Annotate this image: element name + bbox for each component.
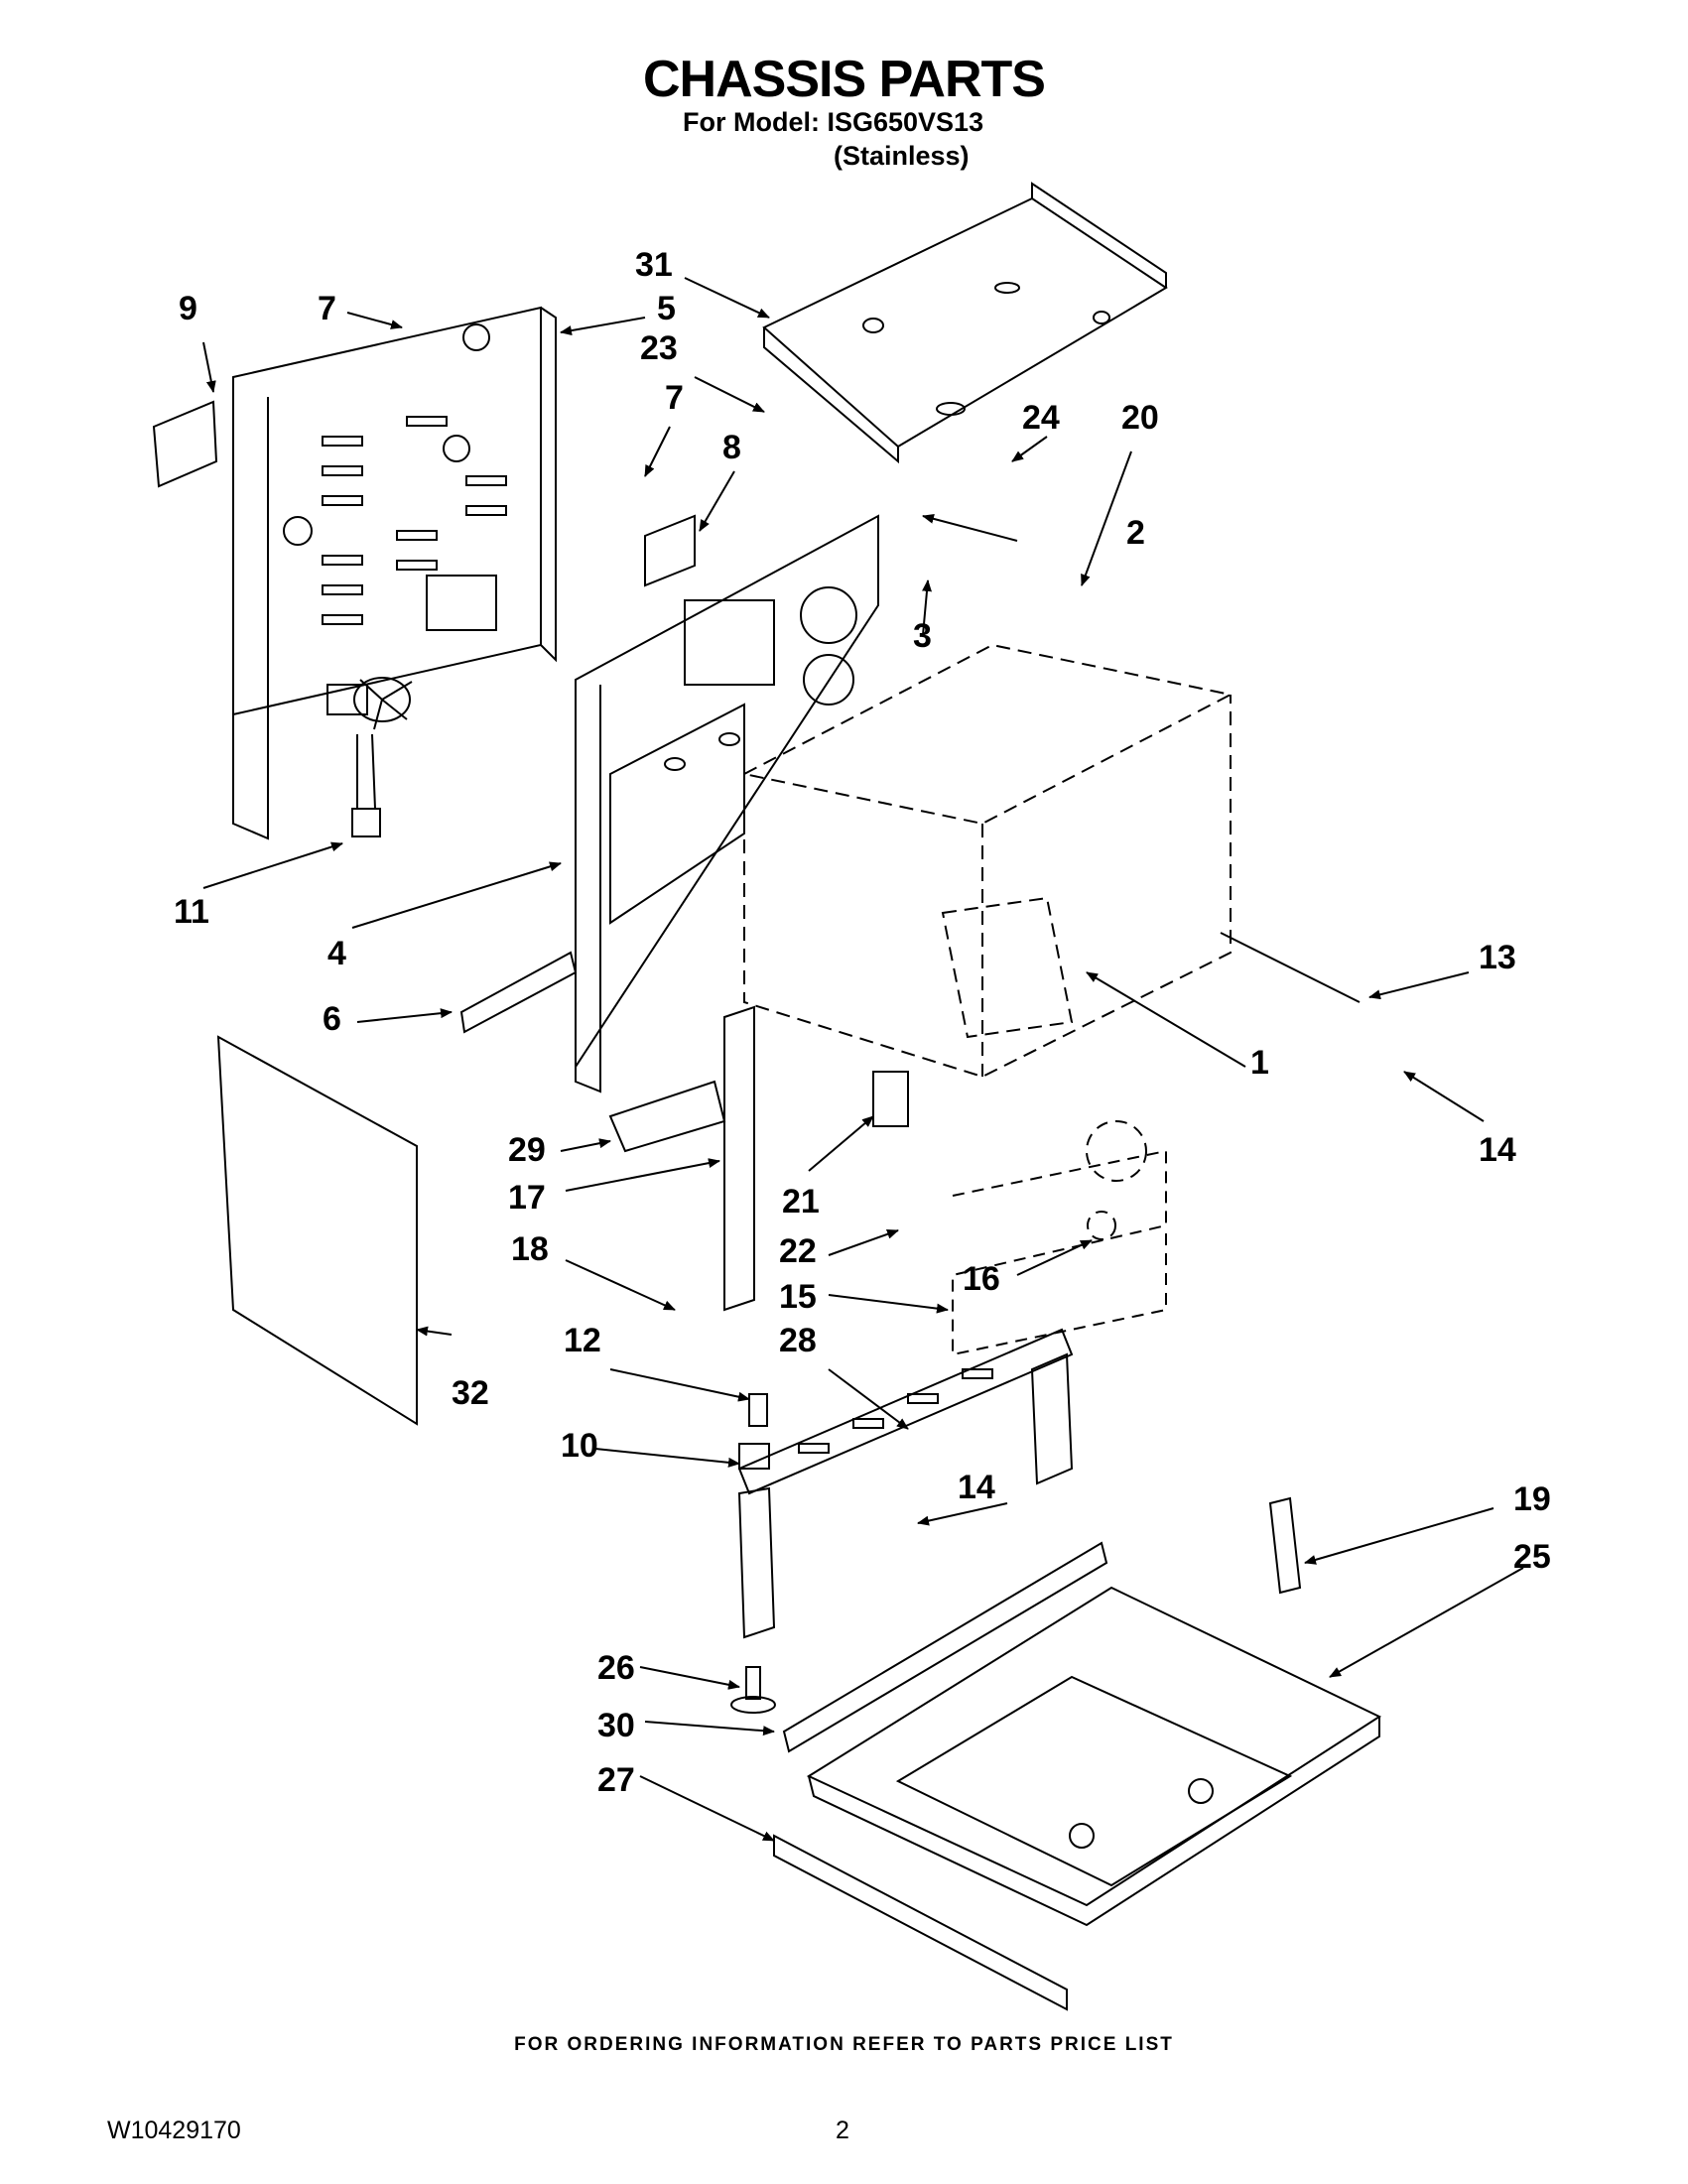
ordering-note: FOR ORDERING INFORMATION REFER TO PARTS … <box>514 2034 1174 2055</box>
callout-25: 25 <box>1513 1538 1551 1576</box>
light-assembly <box>952 1120 1167 1356</box>
callout-14: 14 <box>1479 1131 1516 1169</box>
blower-fan-assembly <box>326 677 413 837</box>
rear-panel <box>232 306 557 840</box>
callout-16: 16 <box>963 1260 1000 1298</box>
callout-20: 20 <box>1121 399 1159 437</box>
variant-label: (Stainless) <box>834 141 970 171</box>
leveling-leg <box>730 1666 776 1714</box>
callout-19: 19 <box>1513 1480 1551 1518</box>
callout-11: 11 <box>174 893 209 931</box>
base-pan <box>806 1586 1382 1927</box>
callout-4: 4 <box>327 935 346 972</box>
switch <box>872 1071 909 1127</box>
anti-tip-clip <box>1268 1496 1302 1595</box>
callout-7: 7 <box>665 379 684 417</box>
callout-1: 1 <box>1250 1044 1269 1082</box>
callout-8: 8 <box>722 429 741 466</box>
oven-cavity <box>741 643 1234 1079</box>
callout-18: 18 <box>511 1230 549 1268</box>
model-line: For Model: ISG650VS13 <box>683 107 984 137</box>
callout-32: 32 <box>452 1374 489 1412</box>
front-frame <box>737 1328 1074 1639</box>
side-panel <box>575 514 879 1093</box>
callout-28: 28 <box>779 1322 817 1359</box>
side-cover-panel <box>216 1035 418 1426</box>
callout-12: 12 <box>564 1322 601 1359</box>
page-number: 2 <box>836 2117 849 2144</box>
vertical-channel <box>723 1005 755 1312</box>
callout-21: 21 <box>782 1183 820 1220</box>
callout-24: 24 <box>1022 399 1060 437</box>
screw <box>748 1393 768 1427</box>
callout-7: 7 <box>318 290 336 327</box>
rod <box>1220 932 1361 1003</box>
callout-27: 27 <box>597 1761 635 1799</box>
callout-2: 2 <box>1126 514 1145 552</box>
callout-5: 5 <box>657 290 676 327</box>
callout-26: 26 <box>597 1649 635 1687</box>
bracket <box>644 514 696 587</box>
rear-rail <box>773 1834 1068 2011</box>
front-rail <box>782 1541 1108 1753</box>
callout-14: 14 <box>958 1469 995 1506</box>
top-cover-plate <box>762 182 1168 464</box>
small-cover-plate <box>152 400 218 488</box>
document-number: W10429170 <box>107 2117 241 2144</box>
trim-strip <box>459 951 578 1034</box>
lower-bracket <box>608 1080 726 1153</box>
callout-17: 17 <box>508 1179 546 1217</box>
callout-10: 10 <box>561 1427 598 1465</box>
callout-6: 6 <box>323 1000 341 1038</box>
callout-30: 30 <box>597 1707 635 1744</box>
callout-13: 13 <box>1479 939 1516 976</box>
callout-3: 3 <box>913 617 932 655</box>
callout-15: 15 <box>779 1278 817 1316</box>
callout-9: 9 <box>179 290 197 327</box>
callout-31: 31 <box>635 246 673 284</box>
page-title: CHASSIS PARTS <box>643 51 1046 108</box>
callout-29: 29 <box>508 1131 546 1169</box>
callout-22: 22 <box>779 1232 817 1270</box>
callout-23: 23 <box>640 329 678 367</box>
mounting-bracket <box>738 1443 770 1470</box>
